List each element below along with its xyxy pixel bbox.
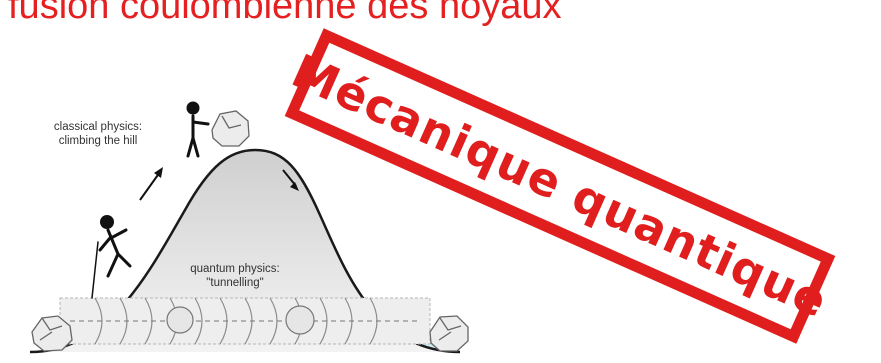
classical-label-line2: climbing the hill	[58, 135, 138, 147]
classical-physics-label: classical physics: climbing the hill	[28, 120, 168, 148]
tunnel-passage	[59, 297, 431, 345]
arrow-up-slope	[139, 167, 163, 201]
summit-figure	[186, 101, 210, 158]
page-title: fusion coulombienne des noyaux	[8, 0, 562, 27]
tunnelling-rocks	[166, 305, 315, 335]
quantum-label-line2: "tunnelling"	[206, 277, 264, 289]
arrow-down-slope	[282, 169, 299, 191]
hill-outline	[29, 148, 461, 354]
rock-end	[429, 315, 469, 352]
quantum-physics-label: quantum physics: "tunnelling"	[170, 262, 300, 290]
climber-figure	[91, 215, 132, 299]
classical-label-line1: classical physics:	[53, 121, 143, 133]
quantum-label-line1: quantum physics:	[190, 263, 280, 275]
rock-start	[31, 315, 73, 352]
rock-summit	[211, 110, 250, 147]
